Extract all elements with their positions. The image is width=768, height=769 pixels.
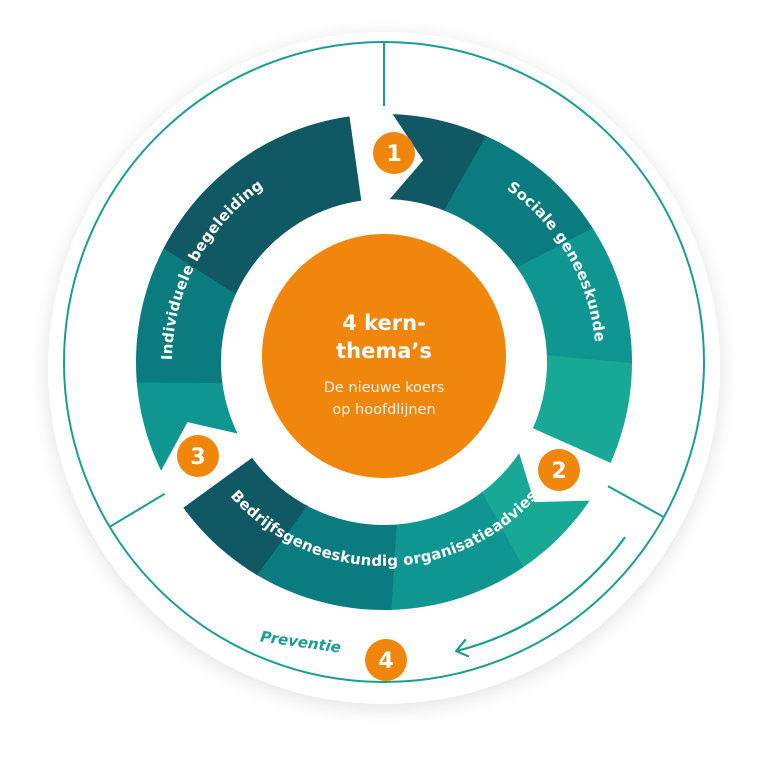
svg-text:2: 2 — [551, 459, 566, 484]
segment-2-band-1 — [461, 453, 590, 604]
center-title-line-2: thema’s — [336, 339, 432, 363]
theme-2-badge: 2 — [538, 449, 580, 491]
divider-line-2 — [607, 485, 665, 519]
center-subtitle-line-2: op hoofdlijnen — [332, 402, 435, 418]
center-subtitle-line-1: De nieuwe koers — [324, 380, 445, 396]
center-circle — [262, 234, 506, 478]
divider-line-3 — [109, 492, 166, 528]
svg-text:3: 3 — [190, 445, 205, 470]
prevention-arrow-arc — [455, 536, 626, 653]
svg-text:1: 1 — [386, 142, 401, 167]
prevention-arrowhead — [454, 639, 470, 658]
theme-1-badge: 1 — [373, 132, 415, 174]
center-title-line-1: 4 kern- — [342, 311, 426, 335]
svg-text:4: 4 — [378, 649, 393, 674]
prevention-badge: 4 — [365, 639, 407, 681]
theme-3-badge: 3 — [177, 435, 219, 477]
